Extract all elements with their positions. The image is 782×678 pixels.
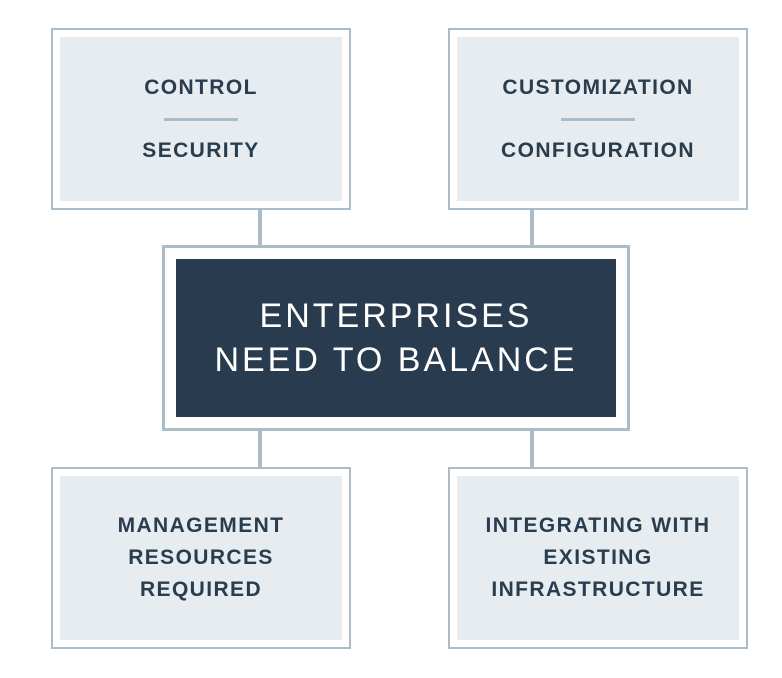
label-customization: CUSTOMIZATION <box>502 75 694 99</box>
box-customization-configuration-inner: CUSTOMIZATION CONFIGURATION <box>457 37 739 201</box>
center-box: ENTERPRISES NEED TO BALANCE <box>162 245 630 431</box>
label-existing: EXISTING <box>543 546 653 569</box>
connector-bottom-right <box>530 428 534 470</box>
divider <box>561 117 635 121</box>
label-integrating-with: INTEGRATING WITH <box>485 514 711 537</box>
box-integrating-infrastructure: INTEGRATING WITH EXISTING INFRASTRUCTURE <box>448 467 748 649</box>
label-security: SECURITY <box>142 138 260 162</box>
label-infrastructure: INFRASTRUCTURE <box>491 578 705 601</box>
box-integrating-infrastructure-inner: INTEGRATING WITH EXISTING INFRASTRUCTURE <box>457 476 739 640</box>
label-resources: RESOURCES <box>128 546 274 569</box>
label-configuration: CONFIGURATION <box>501 138 695 162</box>
box-customization-configuration: CUSTOMIZATION CONFIGURATION <box>448 28 748 210</box>
box-management-resources: MANAGEMENT RESOURCES REQUIRED <box>51 467 351 649</box>
center-box-inner: ENTERPRISES NEED TO BALANCE <box>176 259 616 417</box>
label-management: MANAGEMENT <box>117 514 285 537</box>
center-title-line2: NEED TO BALANCE <box>214 341 578 379</box>
box-control-security: CONTROL SECURITY <box>51 28 351 210</box>
connector-bottom-left <box>258 428 262 470</box>
box-control-security-inner: CONTROL SECURITY <box>60 37 342 201</box>
label-required: REQUIRED <box>139 578 263 601</box>
connector-top-left <box>258 208 262 248</box>
center-title-line1: ENTERPRISES <box>259 297 533 335</box>
connector-top-right <box>530 208 534 248</box>
label-control: CONTROL <box>144 75 258 99</box>
divider <box>164 117 238 121</box>
box-management-resources-inner: MANAGEMENT RESOURCES REQUIRED <box>60 476 342 640</box>
